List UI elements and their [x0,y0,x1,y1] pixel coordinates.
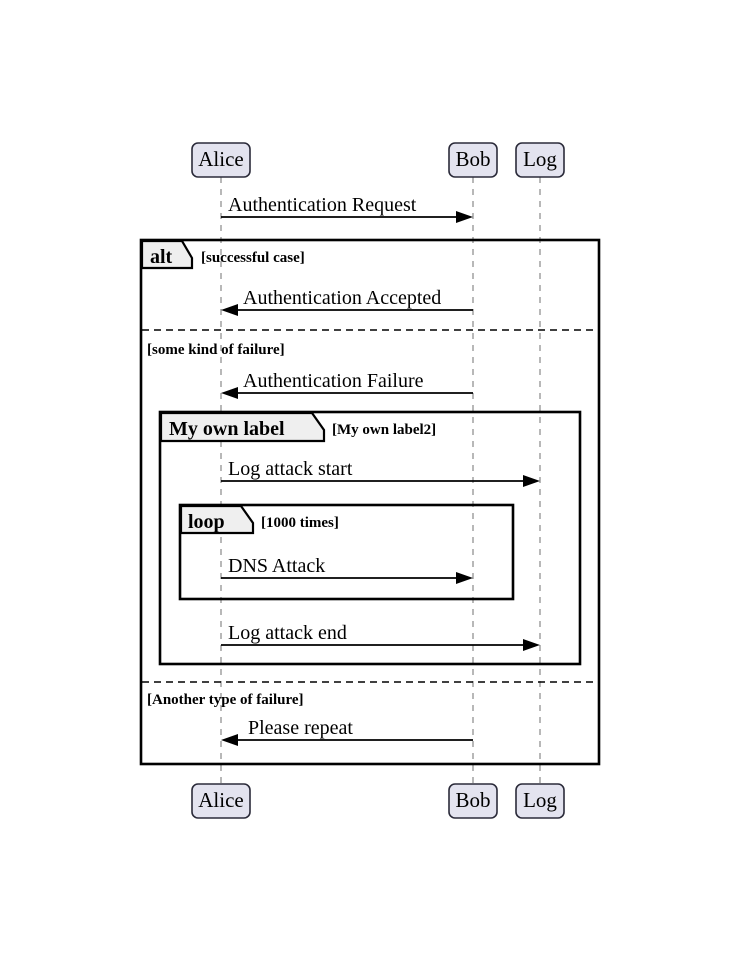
fragment-alt-divider-1-guard: [some kind of failure] [147,342,285,358]
participant-label: Alice [198,147,243,171]
message-authentication-accepted: Authentication Accepted [221,287,473,316]
participant-box[interactable] [515,142,565,178]
message-label: Please repeat [248,717,353,739]
fragment-my-own-label: My own label [My own label2] [158,410,582,666]
fragment-my-own-label-tab-label: My own label [169,418,285,440]
participant-box[interactable] [448,783,498,819]
participant-box[interactable] [515,783,565,819]
participant-label: Bob [455,147,490,171]
participant-label: Alice [198,788,243,812]
participant-box[interactable] [191,142,251,178]
participant-bob-top[interactable]: Bob [448,142,498,178]
fragment-my-own-label-guard: [My own label2] [332,422,436,438]
message-please-repeat: Please repeat [221,717,473,746]
fragment-loop-tab-label: loop [188,511,225,533]
fragment-loop-tab [179,504,255,535]
participant-box[interactable] [191,783,251,819]
message-label: Authentication Request [228,194,417,216]
fragment-loop-guard: [1000 times] [261,515,339,531]
participants-bottom-group: Alice Bob Log [191,783,565,819]
participant-log-bottom[interactable]: Log [515,783,565,819]
participant-bob-bottom[interactable]: Bob [448,783,498,819]
participant-label: Bob [455,788,490,812]
fragment-alt-guard: [successful case] [201,250,305,266]
fragment-alt-tab [140,239,194,270]
participant-label: Log [523,147,557,171]
arrowhead-right-icon [456,572,473,584]
participant-label: Log [523,788,557,812]
message-label: Log attack end [228,622,347,644]
participant-alice-top[interactable]: Alice [191,142,251,178]
arrowhead-left-icon [221,387,238,399]
fragment-alt-border [139,238,601,766]
participant-alice-bottom[interactable]: Alice [191,783,251,819]
message-log-attack-end: Log attack end [221,622,540,651]
fragment-alt-divider-2-guard: [Another type of failure] [147,692,304,708]
message-label: Authentication Failure [243,370,424,392]
message-log-attack-start: Log attack start [221,458,540,487]
arrowhead-right-icon [523,639,540,651]
fragment-my-own-label-border [158,410,582,666]
messages-group: Authentication Request Authentication Ac… [221,194,540,746]
message-label: DNS Attack [228,555,325,577]
fragment-alt: alt [successful case] [some kind of fail… [139,238,601,766]
fragment-my-own-label-tab [159,411,326,443]
message-label: Authentication Accepted [243,287,441,309]
fragment-loop-border [178,503,515,601]
fragment-alt-tab-label: alt [150,246,173,268]
arrowhead-left-icon [221,734,238,746]
message-authentication-request: Authentication Request [221,194,473,223]
fragment-loop: loop [1000 times] [178,503,515,601]
message-label: Log attack start [228,458,353,480]
arrowhead-right-icon [523,475,540,487]
participant-box[interactable] [448,142,498,178]
arrowhead-right-icon [456,211,473,223]
arrowhead-left-icon [221,304,238,316]
message-dns-attack: DNS Attack [221,555,473,584]
participants-top-group: Alice Bob Log [191,142,565,178]
participant-log-top[interactable]: Log [515,142,565,178]
message-authentication-failure: Authentication Failure [221,370,473,399]
